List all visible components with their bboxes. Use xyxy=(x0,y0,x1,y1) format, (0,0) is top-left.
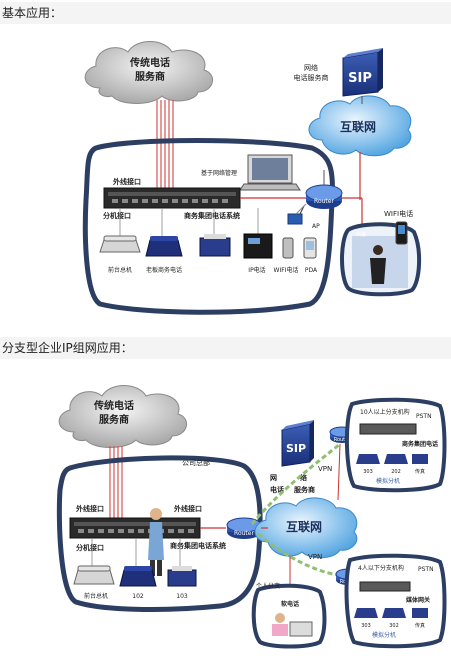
device-label: 前台总机 xyxy=(108,266,132,274)
branch-a-label: 10人以上分支机构 xyxy=(360,408,410,416)
mobile-phone-icon xyxy=(395,221,408,245)
travel-label: 出差 xyxy=(356,231,366,238)
svg-text:Router: Router xyxy=(314,198,334,205)
analog-ext-label: 模拟分机 xyxy=(376,477,400,485)
device-label: 103 xyxy=(176,593,188,600)
branch-b-fax-icon xyxy=(412,608,428,618)
svg-text:Router: Router xyxy=(234,530,254,537)
device-label: PDA xyxy=(305,267,318,274)
pstn-cloud-icon xyxy=(84,41,213,104)
branch-a-system-label: 商务集团电话 xyxy=(402,440,438,448)
pstn-cloud-icon xyxy=(58,385,187,448)
ap-label: AP xyxy=(312,223,320,230)
branch-a-phone-icon xyxy=(356,454,380,464)
ext-port-label-right: 外线接口 xyxy=(174,504,202,513)
device-label: 前台总机 xyxy=(84,592,108,600)
sub-port-label: 分机接口 xyxy=(76,543,104,552)
trunk-lines xyxy=(109,446,123,520)
vpn-label: VPN xyxy=(318,465,332,473)
system-label: 商务集团电话系统 xyxy=(184,211,240,220)
personal-branch-boundary xyxy=(251,583,327,649)
wifi-phone-icon xyxy=(282,237,294,259)
front-desk-phone-icon xyxy=(99,235,141,253)
traveler-icon xyxy=(370,245,386,284)
branch-b-phone-icon xyxy=(354,608,378,618)
svg-text:Router: Router xyxy=(334,437,352,443)
fax-label: 传真 xyxy=(415,622,425,629)
internet-label: 互联网 xyxy=(286,520,322,534)
sip-server-icon: SIP xyxy=(281,420,314,467)
pstn-label: 传统电话服务商 xyxy=(129,56,170,83)
branch-a-boundary xyxy=(344,397,447,493)
branch-b-boundary xyxy=(344,553,447,649)
ext-number: 202 xyxy=(391,469,401,475)
pbx-unit-icon xyxy=(69,517,201,539)
svg-text:SIP: SIP xyxy=(348,71,372,86)
hq-boundary xyxy=(56,455,263,612)
sip-provider-label-2: 电话服务商 xyxy=(270,485,315,494)
sip-provider-label: 网络 xyxy=(270,473,307,482)
pstn-tag: PSTN xyxy=(418,566,434,573)
branch-a-fax-icon xyxy=(412,454,428,464)
internet-cloud-icon xyxy=(308,95,412,157)
device-label: 102 xyxy=(132,593,144,600)
ext-number: 302 xyxy=(389,623,399,629)
wifi-phone-label: WIFI电话 xyxy=(384,209,413,218)
sip-provider-label: 网络电话服务商 xyxy=(294,63,329,82)
fax-label: 传真 xyxy=(415,468,425,475)
vpn-label: VPN xyxy=(308,553,322,561)
device-label: IP电话 xyxy=(248,266,265,274)
softphone-label: 软电话 xyxy=(281,600,299,608)
ext-port-label: 外线接口 xyxy=(76,504,104,513)
media-gateway-label: 媒体网关 xyxy=(406,596,430,604)
desk-phone-icon xyxy=(119,566,157,587)
branch-a-phone-icon xyxy=(384,454,408,464)
fax-icon xyxy=(167,566,197,587)
boss-phone-icon xyxy=(145,236,183,257)
sub-port-label: 分机接口 xyxy=(103,211,131,220)
ip-phone-icon xyxy=(243,233,273,259)
front-desk-phone-icon xyxy=(73,565,115,585)
pda-icon xyxy=(303,237,317,259)
softphone-user-icon xyxy=(272,613,313,637)
trunk-lines xyxy=(156,100,174,190)
branch-a-pbx-icon xyxy=(359,423,417,435)
internet-cloud-icon xyxy=(254,497,358,559)
hq-label: 公司总部 xyxy=(182,458,210,467)
fax-icon xyxy=(199,234,231,257)
analog-ext-label: 模拟分机 xyxy=(372,631,396,639)
pbx-unit-icon xyxy=(103,187,241,209)
branch-b-phone-icon xyxy=(382,608,406,618)
section-title-branch: 分支型企业IP组网应用： xyxy=(0,337,451,359)
branch-b-label: 4人以下分支机构 xyxy=(358,564,404,572)
router-icon: Router xyxy=(226,517,262,539)
pstn-label: 传统电话服务商 xyxy=(93,399,134,426)
ext-number: 303 xyxy=(361,623,371,629)
vpn-link-a xyxy=(250,442,341,525)
web-mgmt-label: 基于网络管理 xyxy=(201,169,237,177)
internet-label: 互联网 xyxy=(340,120,376,134)
svg-text:SIP: SIP xyxy=(286,442,306,455)
ext-port-label: 外线接口 xyxy=(113,177,141,186)
section-title-basic: 基本应用： xyxy=(0,2,451,24)
device-label: 老板商务电话 xyxy=(146,266,182,274)
device-label: WIFI电话 xyxy=(274,266,299,274)
person-icon xyxy=(148,508,164,576)
ext-number: 303 xyxy=(363,469,373,475)
router-icon: Router xyxy=(305,184,343,209)
system-label: 商务集团电话系统 xyxy=(170,541,226,550)
laptop-icon xyxy=(239,154,301,191)
personal-branch-label: 个人分支 xyxy=(256,582,280,590)
sip-server-icon: SIP xyxy=(342,48,383,97)
office-boundary xyxy=(82,138,335,315)
pstn-tag: PSTN xyxy=(416,413,432,420)
media-gateway-icon xyxy=(359,581,411,592)
